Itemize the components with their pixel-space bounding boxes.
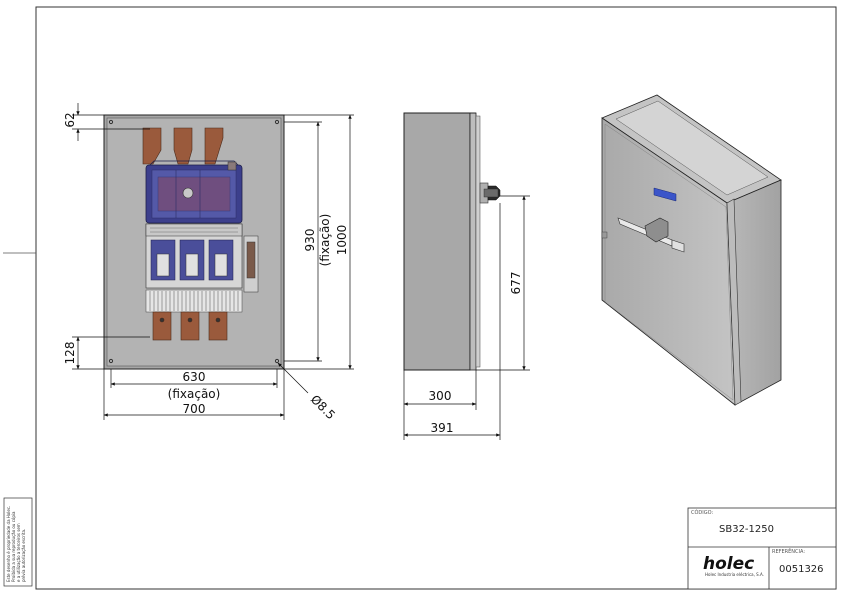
- terminal-strip: [145, 289, 243, 313]
- side-note-line2: Proibida a sua reprodução ou cópia: [11, 511, 16, 582]
- dim-630-fixacao: (fixação): [168, 387, 221, 401]
- fuse-bases: [145, 223, 243, 289]
- side-note-line4: prévia autorização escrita.: [21, 529, 26, 582]
- iso-nameplate: [653, 187, 677, 202]
- fixing-hole-tr: [274, 119, 280, 125]
- dim-1000: 1000: [335, 225, 349, 256]
- dim-700: 700: [183, 402, 206, 416]
- dim-630: 630: [183, 370, 206, 384]
- fixing-hole-tl: [108, 119, 114, 125]
- fixing-hole-bl: [108, 358, 114, 364]
- bottom-busbars: [152, 311, 228, 341]
- dim-930: 930: [303, 229, 317, 252]
- dim-128: 128: [63, 342, 77, 365]
- codigo-label: CÓDIGO:: [691, 509, 713, 516]
- side-view: 677 300 391: [403, 112, 530, 440]
- dim-677: 677: [509, 272, 523, 295]
- front-view: 62 128 930 (fixação) 1000 630 (fixação) …: [63, 103, 354, 422]
- switch-disconnector: [145, 160, 243, 224]
- aux-fuse-holder: [243, 235, 259, 293]
- drawing-border: [35, 6, 837, 590]
- iso-lock: [601, 231, 608, 239]
- referencia-label: REFERÊNCIA:: [772, 547, 805, 555]
- holec-logo: holec: [703, 554, 754, 574]
- dim-hole-diameter: Ø8.5: [308, 392, 338, 422]
- dim-930-fixacao: (fixação): [318, 214, 332, 267]
- isometric-view: [601, 94, 782, 406]
- side-note-line3: e a utilização a terceiros sem: [16, 523, 21, 582]
- side-note-box: [3, 497, 33, 587]
- title-block: [687, 507, 837, 590]
- holec-logo-sub: Holec Industria eléctrica, S.A.: [705, 572, 764, 577]
- dim-391: 391: [431, 421, 454, 435]
- iso-handle: [617, 217, 685, 253]
- referencia-value: 0051326: [779, 564, 824, 575]
- side-note-line1: Este desenho é propriedade da Holec.: [6, 506, 11, 582]
- fixing-hole-br: [274, 358, 280, 364]
- side-enclosure: [403, 112, 471, 371]
- dim-300: 300: [429, 389, 452, 403]
- dim-62: 62: [63, 112, 77, 127]
- top-busbars: [142, 127, 224, 165]
- side-door: [469, 112, 477, 371]
- codigo-value: SB32-1250: [719, 524, 774, 535]
